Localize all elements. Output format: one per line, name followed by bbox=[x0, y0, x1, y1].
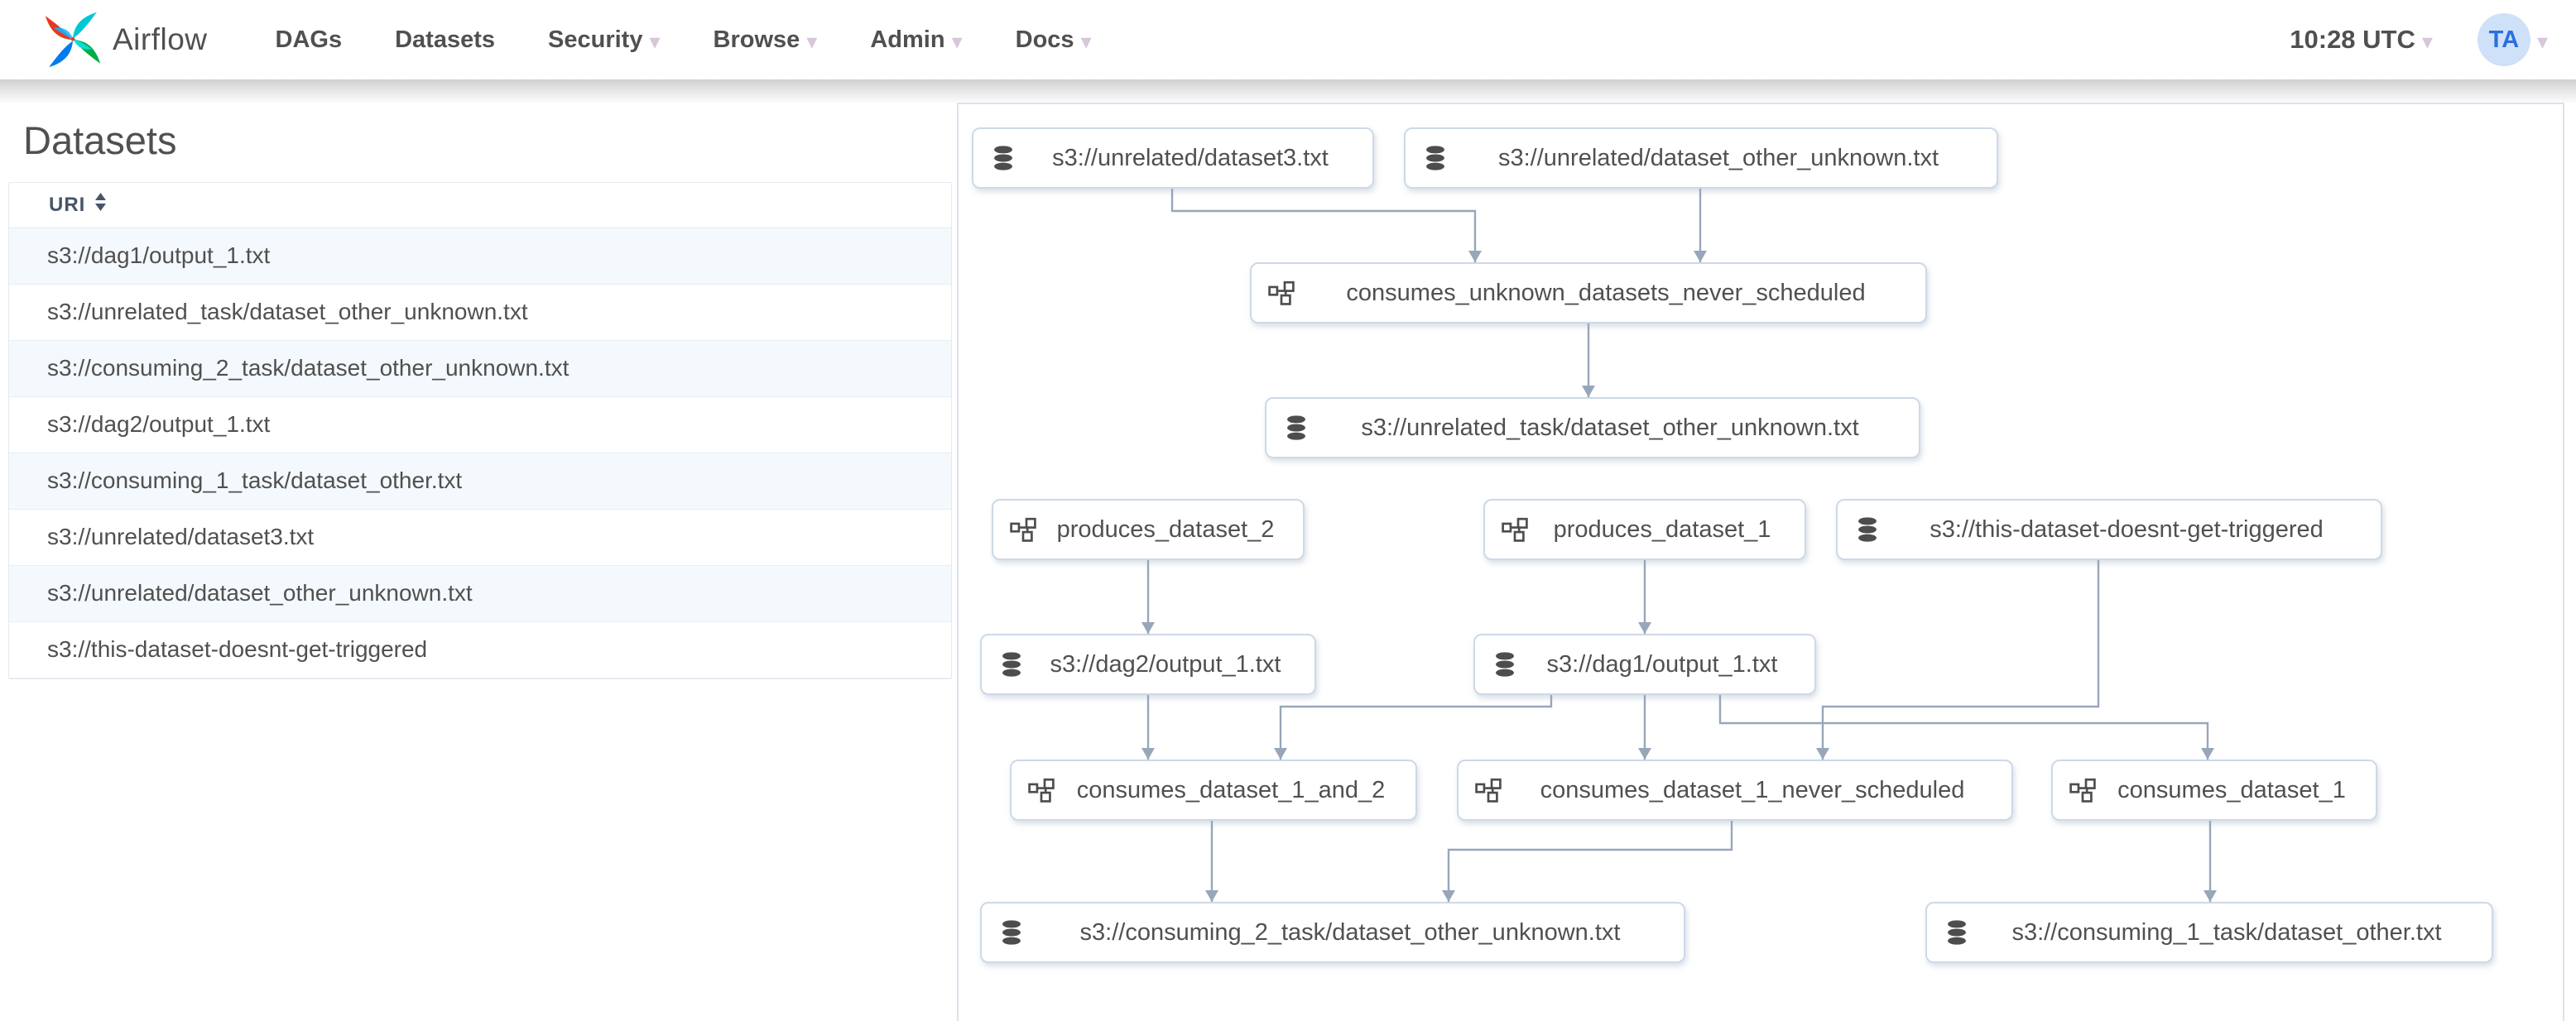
nav-item-browse[interactable]: Browse▾ bbox=[714, 26, 818, 54]
nav-item-label: DAGs bbox=[275, 26, 343, 53]
dataset-uri-cell[interactable]: s3://dag2/output_1.txt bbox=[9, 396, 951, 453]
graph-node-unrelated-dataset-other-unknown[interactable]: s3://unrelated/dataset_other_unknown.txt bbox=[1404, 127, 1998, 189]
graph-node-consumes-unknown-datasets-never-scheduled[interactable]: consumes_unknown_datasets_never_schedule… bbox=[1250, 262, 1927, 324]
table-row[interactable]: s3://dag2/output_1.txt bbox=[9, 396, 951, 453]
graph-node-label: s3://unrelated/dataset3.txt bbox=[1052, 144, 1329, 171]
graph-node-label: consumes_unknown_datasets_never_schedule… bbox=[1346, 279, 1866, 306]
dag-icon bbox=[2069, 778, 2096, 803]
navbar-shadow bbox=[0, 79, 2576, 104]
graph-node-this-dataset-doesnt-get-triggered[interactable]: s3://this-dataset-doesnt-get-triggered bbox=[1836, 499, 2382, 560]
graph-node-label: s3://unrelated_task/dataset_other_unknow… bbox=[1361, 414, 1859, 441]
database-icon bbox=[1948, 920, 1966, 945]
nav-item-dags[interactable]: DAGs bbox=[276, 26, 343, 54]
table-row[interactable]: s3://this-dataset-doesnt-get-triggered bbox=[9, 621, 951, 678]
table-row[interactable]: s3://unrelated_task/dataset_other_unknow… bbox=[9, 284, 951, 341]
dataset-uri-cell[interactable]: s3://unrelated_task/dataset_other_unknow… bbox=[9, 284, 951, 341]
nav-item-label: Admin bbox=[870, 26, 945, 53]
chevron-down-icon: ▾ bbox=[649, 28, 661, 54]
dataset-uri-cell[interactable]: s3://unrelated/dataset3.txt bbox=[9, 509, 951, 566]
table-row[interactable]: s3://unrelated/dataset3.txt bbox=[9, 509, 951, 566]
dataset-uri-cell[interactable]: s3://consuming_1_task/dataset_other.txt bbox=[9, 453, 951, 510]
graph-node-label: consumes_dataset_1_and_2 bbox=[1076, 776, 1386, 803]
graph-node-produces-dataset-1[interactable]: produces_dataset_1 bbox=[1483, 499, 1806, 560]
user-menu[interactable]: TA ▾ bbox=[2477, 13, 2548, 66]
database-icon bbox=[994, 146, 1012, 170]
graph-node-produces-dataset-2[interactable]: produces_dataset_2 bbox=[992, 499, 1305, 560]
nav-item-label: Datasets bbox=[395, 26, 496, 53]
table-row[interactable]: s3://unrelated/dataset_other_unknown.txt bbox=[9, 565, 951, 622]
graph-node-unrelated-dataset3[interactable]: s3://unrelated/dataset3.txt bbox=[972, 127, 1374, 189]
graph-node-label: consumes_dataset_1 bbox=[2117, 776, 2346, 803]
graph-node-label: produces_dataset_2 bbox=[1056, 515, 1275, 543]
chevron-down-icon: ▾ bbox=[951, 28, 963, 54]
nav-item-label: Browse bbox=[713, 26, 800, 53]
database-icon bbox=[1496, 652, 1514, 677]
clock-dropdown[interactable]: 10:28 UTC ▾ bbox=[2290, 25, 2433, 55]
chevron-down-icon: ▾ bbox=[1080, 28, 1092, 54]
graph-node-label: produces_dataset_1 bbox=[1553, 515, 1771, 543]
column-header-uri[interactable]: URI bbox=[9, 183, 951, 228]
navbar-right: 10:28 UTC ▾ TA ▾ bbox=[2290, 13, 2548, 66]
graph-node-label: consumes_dataset_1_never_scheduled bbox=[1540, 776, 1965, 803]
dataset-uri-cell[interactable]: s3://dag1/output_1.txt bbox=[9, 228, 951, 285]
sort-icon bbox=[94, 192, 108, 218]
graph-edges bbox=[1141, 189, 2217, 902]
graph-node-consumes-dataset-1[interactable]: consumes_dataset_1 bbox=[2051, 760, 2377, 821]
dataset-uri-cell[interactable]: s3://this-dataset-doesnt-get-triggered bbox=[9, 621, 951, 678]
column-header-label: URI bbox=[49, 193, 86, 216]
graph-node-consuming-2-task-dataset-other-unknown[interactable]: s3://consuming_2_task/dataset_other_unkn… bbox=[980, 902, 1685, 963]
graph-node-label: s3://dag1/output_1.txt bbox=[1546, 650, 1778, 678]
chevron-down-icon: ▾ bbox=[2421, 28, 2433, 54]
nav-item-label: Security bbox=[548, 26, 643, 53]
dataset-uri-cell[interactable]: s3://consuming_2_task/dataset_other_unkn… bbox=[9, 340, 951, 397]
dag-icon bbox=[1268, 280, 1295, 305]
airflow-logo-icon bbox=[45, 12, 101, 68]
graph-node-consumes-dataset-1-never-scheduled[interactable]: consumes_dataset_1_never_scheduled bbox=[1457, 760, 2013, 821]
database-icon bbox=[1426, 146, 1444, 170]
nav-item-docs[interactable]: Docs▾ bbox=[1016, 26, 1092, 54]
graph-node-label: s3://unrelated/dataset_other_unknown.txt bbox=[1497, 144, 1939, 171]
graph-node-label: s3://consuming_1_task/dataset_other.txt bbox=[2011, 918, 2442, 946]
dag-icon bbox=[1502, 517, 1528, 542]
database-icon bbox=[1287, 415, 1305, 440]
page-title: Datasets bbox=[23, 118, 177, 162]
table-row[interactable]: s3://dag1/output_1.txt bbox=[9, 228, 951, 285]
airflow-brand[interactable]: Airflow bbox=[43, 10, 208, 70]
database-icon bbox=[1858, 517, 1877, 542]
chevron-down-icon: ▾ bbox=[806, 28, 818, 54]
brand-title: Airflow bbox=[113, 22, 208, 56]
dag-icon bbox=[1475, 778, 1502, 803]
graph-node-dag1-output-1[interactable]: s3://dag1/output_1.txt bbox=[1473, 634, 1816, 695]
nav-item-label: Docs bbox=[1015, 26, 1074, 53]
nav-item-security[interactable]: Security▾ bbox=[548, 26, 661, 54]
nav-item-datasets[interactable]: Datasets bbox=[395, 26, 495, 54]
graph-node-label: s3://dag2/output_1.txt bbox=[1050, 650, 1281, 678]
dag-icon bbox=[1010, 517, 1036, 542]
clock-label: 10:28 UTC bbox=[2290, 25, 2415, 54]
dag-icon bbox=[1028, 778, 1055, 803]
graph-node-label: s3://consuming_2_task/dataset_other_unkn… bbox=[1079, 918, 1621, 946]
graph-node-label: s3://this-dataset-doesnt-get-triggered bbox=[1930, 515, 2324, 543]
database-icon bbox=[1002, 920, 1021, 945]
avatar: TA bbox=[2477, 13, 2530, 66]
graph-node-consumes-dataset-1-and-2[interactable]: consumes_dataset_1_and_2 bbox=[1010, 760, 1417, 821]
graph-node-consuming-1-task-dataset-other[interactable]: s3://consuming_1_task/dataset_other.txt bbox=[1925, 902, 2493, 963]
nav-item-admin[interactable]: Admin▾ bbox=[870, 26, 962, 54]
graph-node-unrelated-task-dataset-other-unknown[interactable]: s3://unrelated_task/dataset_other_unknow… bbox=[1265, 397, 1920, 458]
chevron-down-icon: ▾ bbox=[2536, 28, 2548, 54]
dataset-graph-panel: s3://unrelated/dataset3.txt s3://unrelate… bbox=[957, 103, 2564, 1021]
table-row[interactable]: s3://consuming_2_task/dataset_other_unkn… bbox=[9, 340, 951, 397]
dataset-uri-cell[interactable]: s3://unrelated/dataset_other_unknown.txt bbox=[9, 565, 951, 622]
database-icon bbox=[1002, 652, 1021, 677]
table-row[interactable]: s3://consuming_1_task/dataset_other.txt bbox=[9, 453, 951, 510]
graph-node-dag2-output-1[interactable]: s3://dag2/output_1.txt bbox=[980, 634, 1316, 695]
